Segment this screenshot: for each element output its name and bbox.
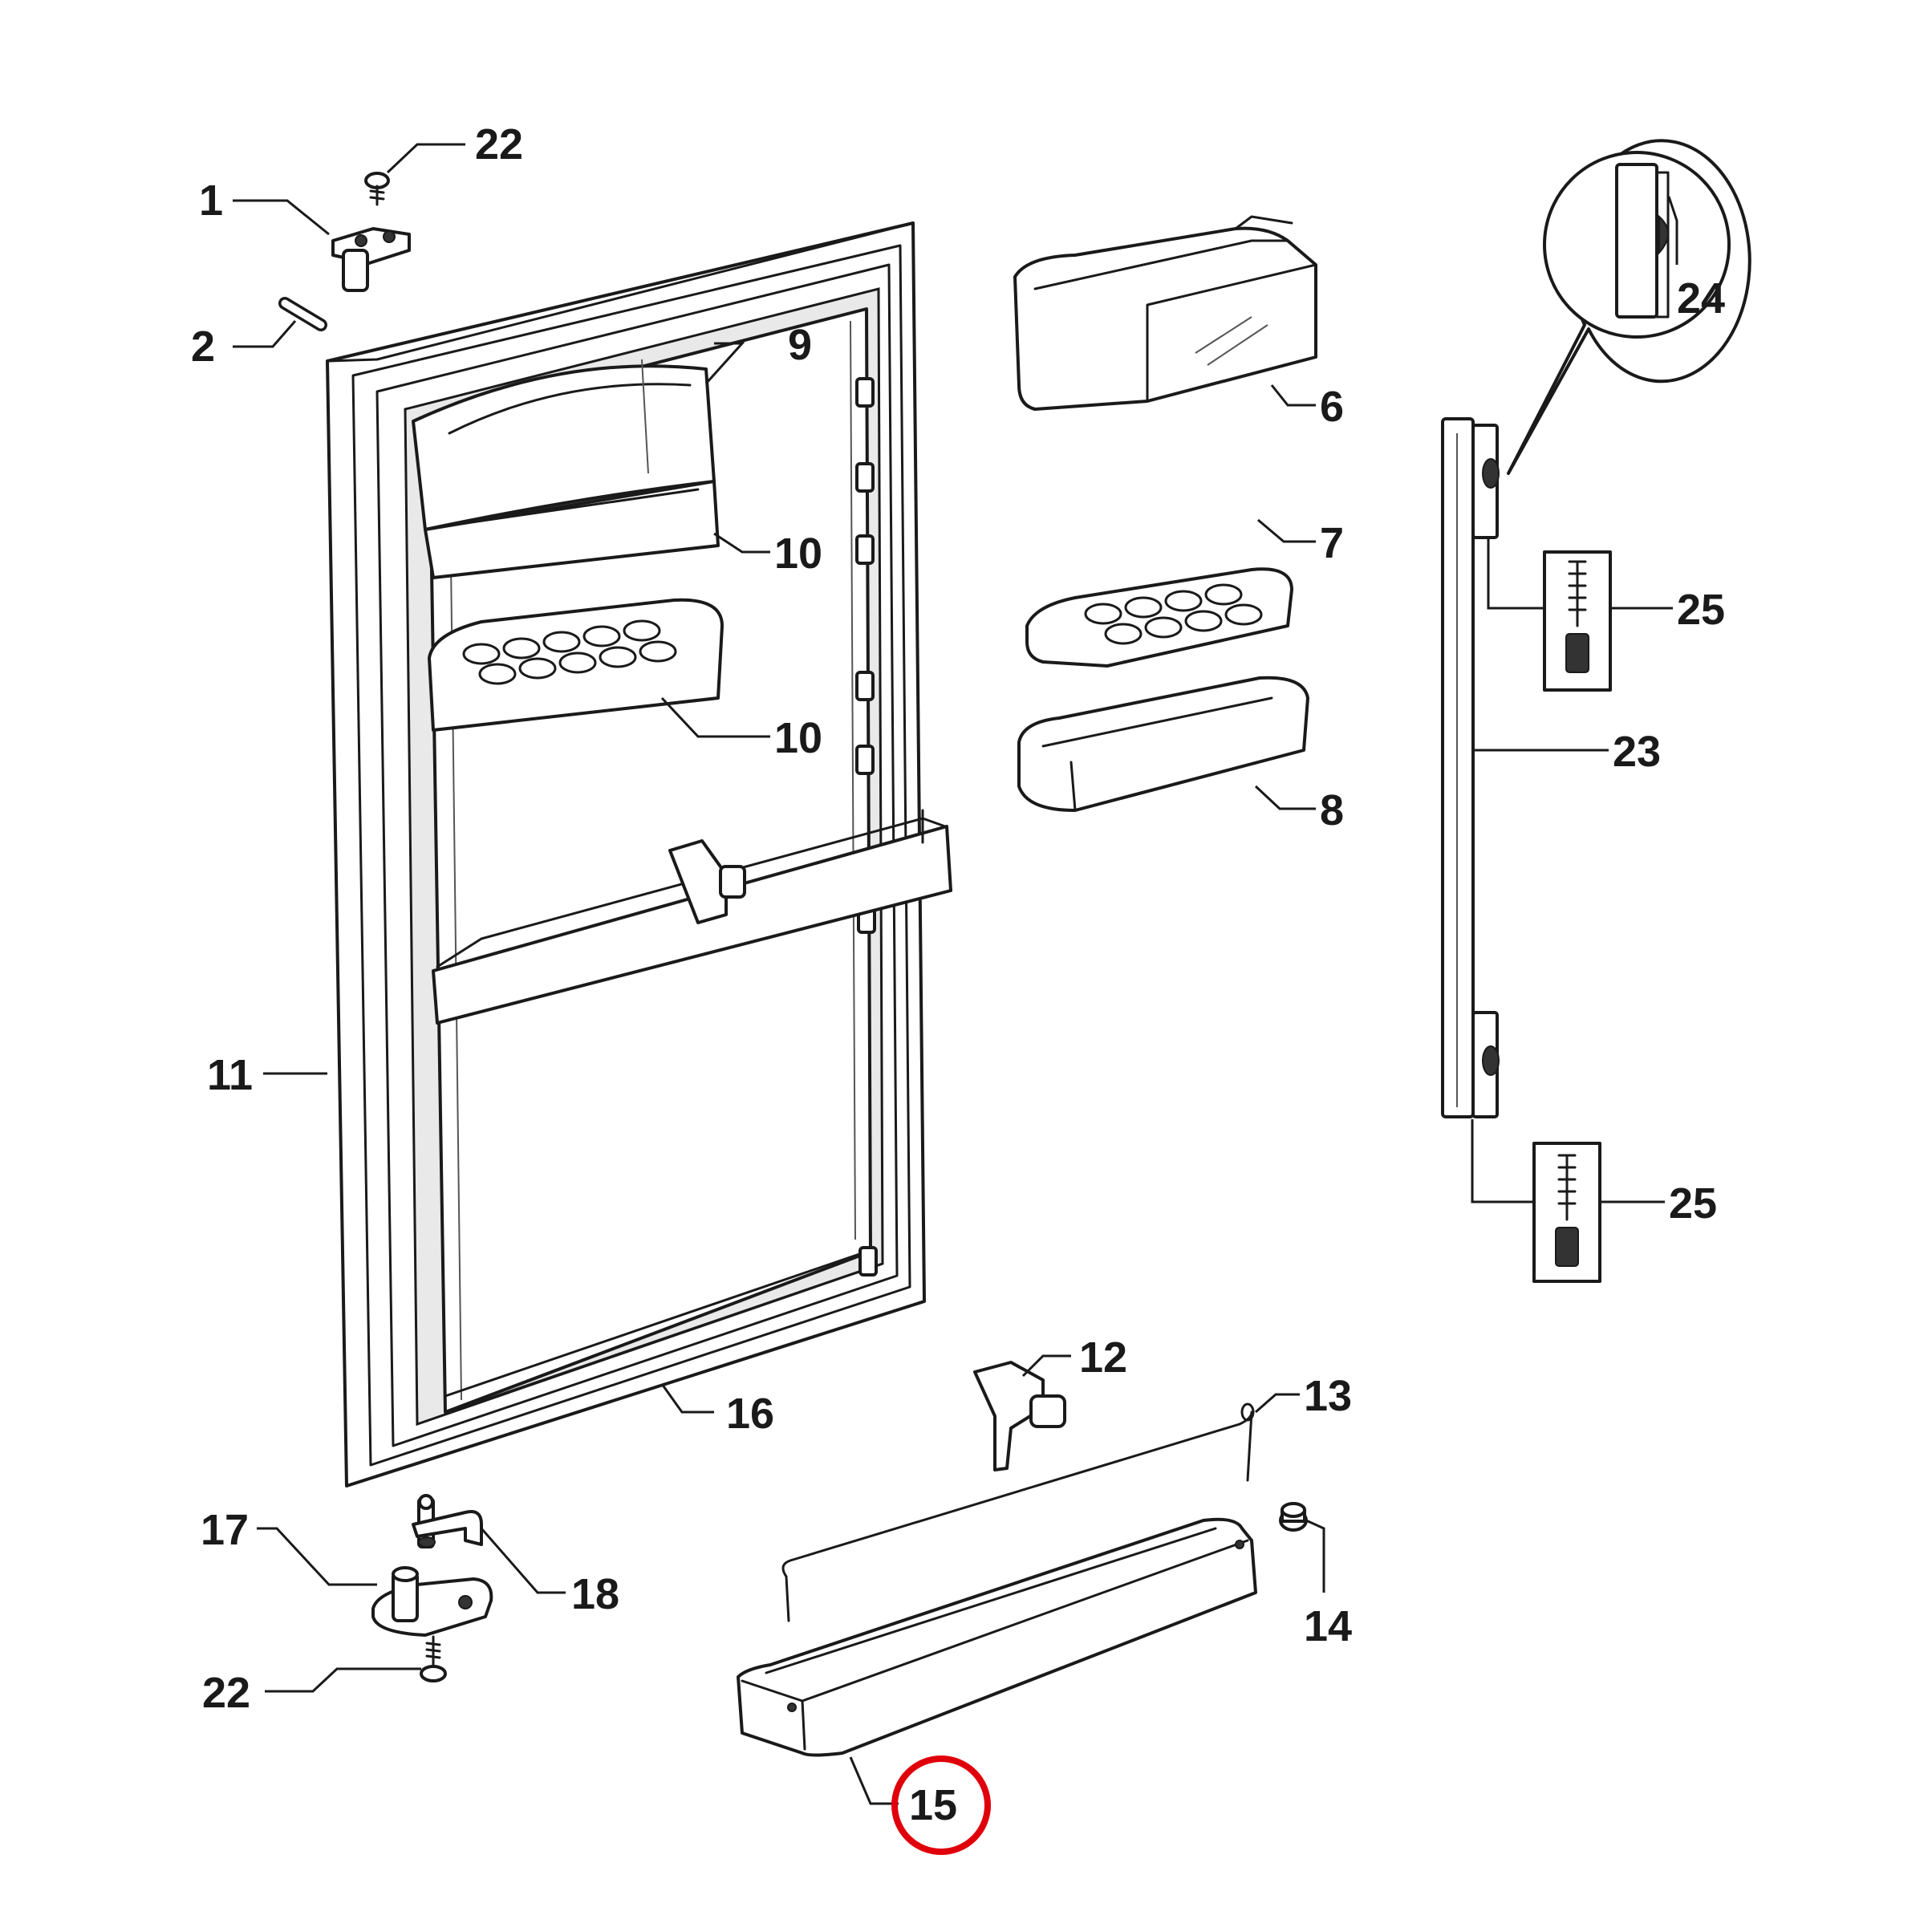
door-gasket-part-16 <box>444 1250 872 1414</box>
shelf-part-8 <box>1017 676 1309 812</box>
callout-1: 1 <box>199 177 223 225</box>
door-handle-part-23 <box>1441 417 1500 1118</box>
callout-labels: 1 2 22 9 10 10 11 16 6 7 8 24 25 23 25 1… <box>191 120 1725 1829</box>
screw-part-25-bottom <box>1532 1142 1601 1283</box>
callout-14: 14 <box>1304 1602 1352 1650</box>
highlight-circle-15 <box>891 1755 991 1855</box>
callout-13: 13 <box>1304 1372 1352 1420</box>
callout-7: 7 <box>1320 519 1344 567</box>
top-hinge-part-1 <box>331 227 411 292</box>
screw-part-22-top <box>364 172 390 206</box>
callout-8: 8 <box>1320 786 1344 834</box>
callout-9: 9 <box>788 321 812 369</box>
callout-22-bottom: 22 <box>202 1669 250 1717</box>
callout-10-upper: 10 <box>774 530 822 578</box>
callout-25-top: 25 <box>1677 586 1725 634</box>
detail-magnifier-part-24 <box>1507 139 1751 475</box>
dairy-compartment-part-6 <box>1013 215 1317 411</box>
callout-24: 24 <box>1677 274 1725 323</box>
callout-2: 2 <box>191 323 215 371</box>
hinge-pin-part-2 <box>278 297 327 331</box>
bottom-hinge-part-17 <box>371 1566 493 1637</box>
callout-12: 12 <box>1079 1333 1127 1382</box>
screw-part-25-top <box>1543 550 1612 692</box>
callout-22-top: 22 <box>475 120 523 168</box>
hinge-bracket-part-18 <box>412 1494 483 1548</box>
callout-25-bottom: 25 <box>1669 1179 1717 1228</box>
fence-rod-part-13 <box>781 1402 1255 1622</box>
callout-10-lower: 10 <box>774 714 822 762</box>
fence-clip-part-12 <box>973 1361 1066 1471</box>
large-door-bin-in-door <box>432 809 952 1025</box>
end-cap-part-14 <box>1279 1502 1308 1532</box>
door-bin-part-15 <box>737 1517 1257 1757</box>
egg-tray-part-7 <box>1025 567 1293 668</box>
callout-6: 6 <box>1320 383 1344 431</box>
leader-lines <box>233 143 1678 1805</box>
callout-11: 11 <box>207 1051 253 1099</box>
callout-23: 23 <box>1613 728 1661 776</box>
callout-17: 17 <box>201 1506 249 1554</box>
callout-15: 15 <box>909 1781 957 1829</box>
callout-18: 18 <box>571 1570 619 1618</box>
callout-16: 16 <box>726 1390 774 1438</box>
upper-shelf-part-10 <box>424 480 720 579</box>
screw-part-22-bottom <box>420 1635 447 1682</box>
egg-tray-in-door <box>428 598 724 732</box>
